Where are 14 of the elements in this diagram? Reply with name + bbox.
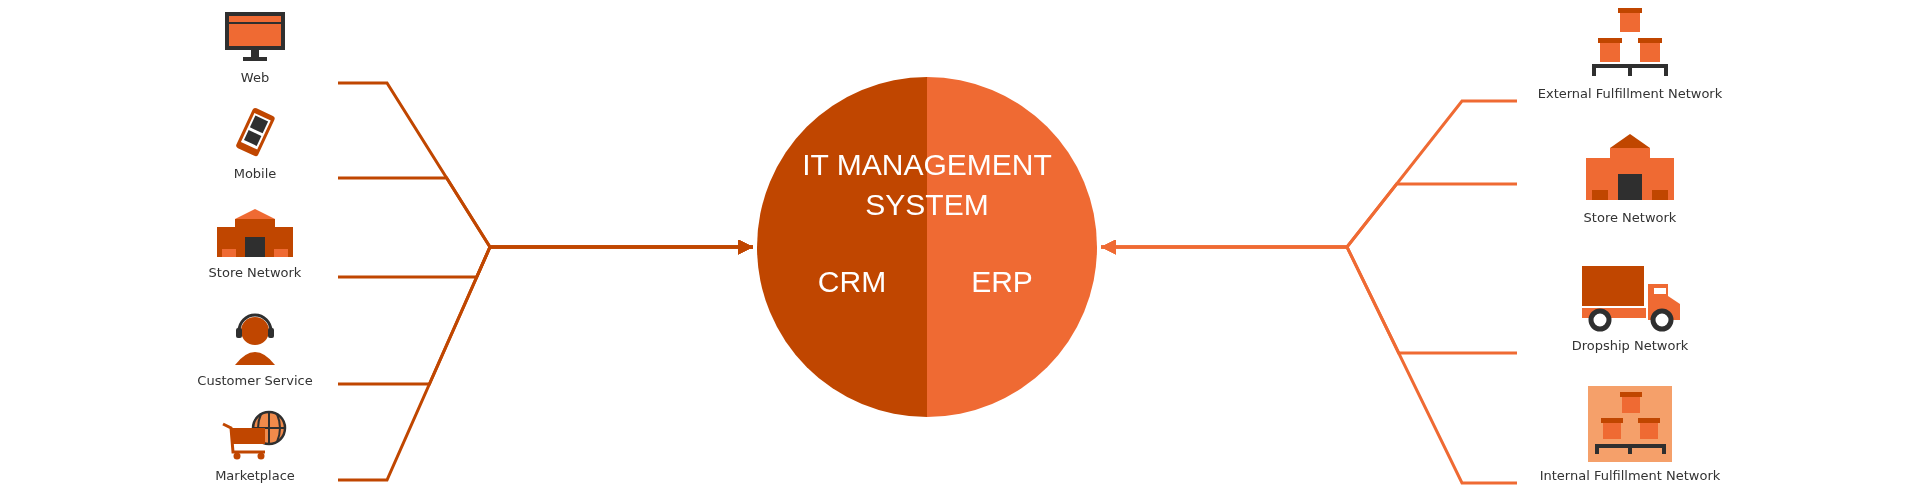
circle-title: IT MANAGEMENT SYSTEM xyxy=(801,147,1053,223)
node-label: Marketplace xyxy=(215,468,295,484)
arrow xyxy=(1101,239,1517,485)
section-label: ERP xyxy=(970,264,1034,300)
node-label: Store Network xyxy=(208,265,302,281)
node-label: Dropship Network xyxy=(1571,338,1689,354)
node-label: Internal Fulfillment Network xyxy=(1539,468,1721,484)
node-label: Store Network xyxy=(1583,210,1677,226)
arrow xyxy=(338,239,753,482)
node-label: External Fulfillment Network xyxy=(1537,86,1723,102)
node-label: Mobile xyxy=(233,166,277,182)
node-label: Customer Service xyxy=(197,373,313,389)
node-label: Web xyxy=(240,70,270,86)
section-label: CRM xyxy=(816,264,888,300)
